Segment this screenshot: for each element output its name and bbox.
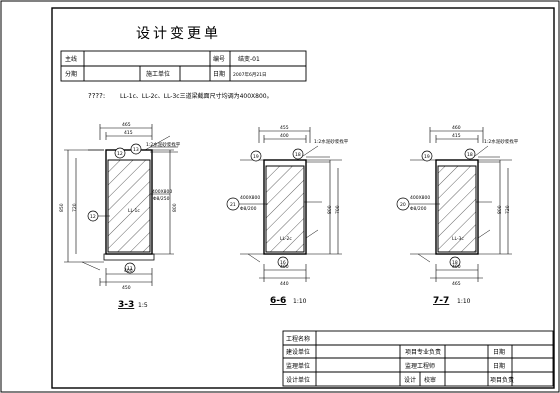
s1-label: 3-3 (118, 300, 134, 310)
tb-site-engineer-label: 监理工程师 (405, 362, 435, 370)
tb-builder-label: 建设单位 (286, 348, 310, 356)
s3-bubble-bottom: 18 (452, 260, 458, 266)
s3-leader-note: 1:2水泥砂浆找平 (484, 138, 519, 145)
note-text: LL-1c、LL-2c、LL-3c三道梁截面尺寸均调为400X800。 (120, 92, 273, 100)
s1-bubble-bottom: 11 (127, 266, 133, 272)
s1-bubble-top-b: 13 (133, 147, 139, 153)
tb-check-label: 校审 (424, 376, 436, 384)
s1-dim-right: 800 (172, 203, 178, 212)
s3-section-note: 400X800 (410, 195, 430, 201)
title-block (282, 330, 554, 387)
s1-bubble-left: 12 (90, 214, 96, 220)
s3-bubble-left: 20 (400, 202, 406, 208)
tb-supervisor-label: 监理单位 (286, 362, 310, 370)
s2-dim-bottom: 400 (280, 264, 289, 270)
s2-bubble-left: 21 (230, 202, 236, 208)
s2-bubble-bottom: 16 (280, 260, 286, 266)
s2-scale: 1:10 (293, 298, 307, 305)
s2-dim-right-inner: 700 (335, 205, 341, 214)
s2-bubble-top-b: 18 (295, 152, 301, 158)
s1-dim-bottom-inner: 450 (122, 285, 131, 291)
tb-date-label-1: 日期 (493, 348, 505, 356)
s2-dim-top-total: 455 (280, 125, 289, 131)
s2-leader-note: 1:2水泥砂浆找平 (314, 138, 349, 145)
s1-dim-top-total: 465 (122, 122, 131, 128)
section-3-3 (64, 124, 178, 286)
s2-ref-code: LL-2c (280, 236, 292, 242)
tb-designer-label: 设计单位 (286, 376, 310, 384)
form-title: 设计变更单 (136, 26, 221, 42)
s3-dim-top-inner: 415 (452, 133, 461, 139)
s1-dim-left-inner: 720 (72, 203, 78, 212)
tb-project-lead-label: 项目负责 (490, 376, 514, 384)
header-row2-date-value: 2007年6月21日 (233, 71, 267, 78)
header-row1-num-label: 编号 (213, 55, 225, 63)
s1-scale: 1:5 (138, 302, 148, 309)
tb-pm-label: 项目专业负责 (405, 348, 441, 356)
s3-bubble-top-a: 19 (424, 154, 430, 160)
s3-scale: 1:10 (457, 298, 471, 305)
s1-dim-left-total: 850 (59, 203, 65, 212)
s2-section-note2: Φ8/200 (240, 206, 257, 212)
header-row2-date-label: 日期 (213, 70, 225, 78)
section-7-7 (396, 127, 512, 282)
s2-dim-bottom-inner: 440 (280, 281, 289, 287)
s2-section-note: 400X800 (240, 195, 260, 201)
s3-ref-code: LL-3c (452, 236, 464, 242)
s1-ref-code: LL-1c (128, 208, 140, 214)
tb-design-label: 设计 (404, 376, 416, 384)
s1-dim-top-inner: 415 (124, 130, 133, 136)
s1-section-note: 400X800 (152, 189, 172, 195)
s2-dim-right: 800 (327, 205, 333, 214)
s2-label: 6-6 (270, 296, 286, 306)
s1-bubble-top-a: 12 (117, 151, 123, 157)
s3-dim-right-inner: 720 (505, 205, 511, 214)
s3-dim-bottom-inner: 465 (452, 281, 461, 287)
s1-section-note2: Φ8/250 (153, 196, 170, 202)
section-6-6 (226, 127, 342, 282)
s2-dim-top-inner: 400 (280, 133, 289, 139)
note-prefix: ????: (88, 92, 105, 100)
sheet-inner-border (51, 7, 555, 389)
s3-dim-top-total: 460 (452, 125, 461, 131)
header-row1-num-value: 结变-01 (238, 55, 260, 63)
s3-dim-right: 800 (497, 205, 503, 214)
s1-dim-bottom: 400 (124, 268, 133, 274)
s3-label: 7-7 (433, 296, 449, 306)
s3-dim-bottom: 400 (452, 264, 461, 270)
s2-bubble-top-a: 19 (253, 154, 259, 160)
header-table (60, 50, 307, 82)
s3-bubble-top-b: 18 (467, 152, 473, 158)
header-row2-unit: 施工单位 (146, 70, 170, 78)
s3-section-note2: Φ8/200 (410, 206, 427, 212)
header-row2-label: 分期 (65, 70, 77, 78)
tb-date-label-2: 日期 (493, 362, 505, 370)
tb-project-label: 工程名称 (286, 335, 310, 343)
s1-leader-note: 1:2水泥砂浆找平 (146, 141, 181, 148)
header-row1-label: 主线 (65, 55, 77, 63)
